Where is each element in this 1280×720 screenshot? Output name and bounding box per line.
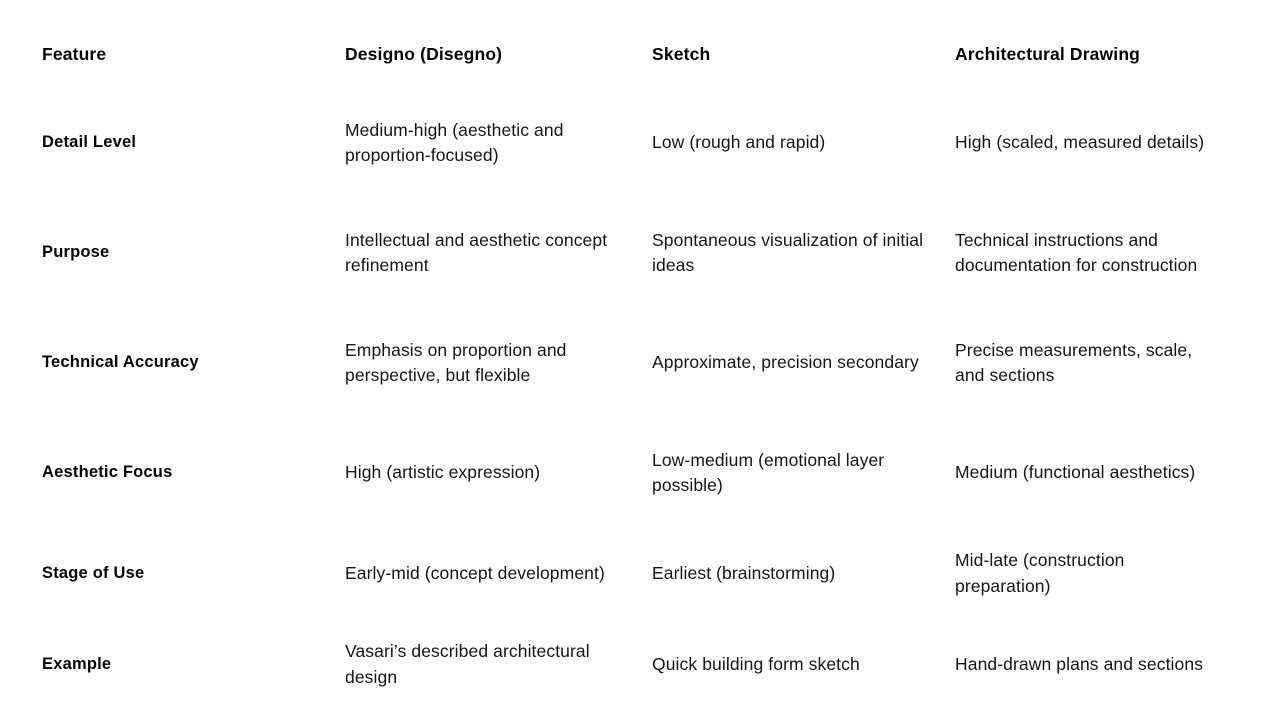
cell-technical-accuracy-sketch: Approximate, precision secondary bbox=[652, 308, 955, 418]
cell-text: Spontaneous visualization of initial ide… bbox=[652, 229, 924, 275]
cell-purpose-sketch: Spontaneous visualization of initial ide… bbox=[652, 198, 955, 308]
row-label-stage-of-use: Stage of Use bbox=[42, 563, 145, 582]
cell-text: High (artistic expression) bbox=[345, 462, 541, 483]
cell-text: Quick building form sketch bbox=[652, 653, 860, 674]
row-label-technical-accuracy: Technical Accuracy bbox=[42, 353, 199, 372]
table-row: Aesthetic Focus bbox=[42, 418, 345, 528]
table-row: Stage of Use bbox=[42, 528, 345, 619]
cell-purpose-architectural: Technical instructions and documentation… bbox=[955, 198, 1238, 308]
table-row: Technical Accuracy bbox=[42, 308, 345, 418]
cell-text: Intellectual and aesthetic concept refin… bbox=[345, 229, 608, 275]
row-label-detail-level: Detail Level bbox=[42, 133, 137, 152]
cell-text: Low (rough and rapid) bbox=[652, 132, 826, 153]
table-spacer-left bbox=[0, 528, 42, 619]
cell-example-designo: Vasari’s described architectural design bbox=[345, 619, 652, 710]
table-spacer-left bbox=[0, 418, 42, 528]
cell-text: Precise measurements, scale, and section… bbox=[955, 339, 1193, 385]
cell-text: High (scaled, measured details) bbox=[955, 132, 1205, 153]
cell-text: Medium-high (aesthetic and proportion-fo… bbox=[345, 119, 564, 165]
cell-stage-of-use-architectural: Mid-late (construction preparation) bbox=[955, 528, 1238, 619]
row-label-example: Example bbox=[42, 654, 112, 673]
row-label-purpose: Purpose bbox=[42, 243, 110, 262]
column-header-sketch-label: Sketch bbox=[652, 44, 711, 65]
cell-example-architectural: Hand-drawn plans and sections bbox=[955, 619, 1238, 710]
cell-aesthetic-focus-designo: High (artistic expression) bbox=[345, 418, 652, 528]
column-header-designo: Designo (Disegno) bbox=[345, 22, 652, 88]
cell-detail-level-designo: Medium-high (aesthetic and proportion-fo… bbox=[345, 88, 652, 198]
column-header-architectural-drawing: Architectural Drawing bbox=[955, 22, 1238, 88]
cell-aesthetic-focus-architectural: Medium (functional aesthetics) bbox=[955, 418, 1238, 528]
cell-stage-of-use-sketch: Earliest (brainstorming) bbox=[652, 528, 955, 619]
table-row: Example bbox=[42, 619, 345, 710]
cell-technical-accuracy-architectural: Precise measurements, scale, and section… bbox=[955, 308, 1238, 418]
table-spacer-left bbox=[0, 619, 42, 710]
cell-example-sketch: Quick building form sketch bbox=[652, 619, 955, 710]
column-header-sketch: Sketch bbox=[652, 22, 955, 88]
cell-text: Emphasis on proportion and perspective, … bbox=[345, 339, 567, 385]
cell-technical-accuracy-designo: Emphasis on proportion and perspective, … bbox=[345, 308, 652, 418]
cell-text: Vasari’s described architectural design bbox=[345, 641, 590, 687]
column-header-designo-label: Designo (Disegno) bbox=[345, 44, 503, 65]
cell-text: Mid-late (construction preparation) bbox=[955, 550, 1125, 596]
cell-text: Earliest (brainstorming) bbox=[652, 562, 836, 583]
cell-text: Technical instructions and documentation… bbox=[955, 229, 1198, 275]
cell-detail-level-architectural: High (scaled, measured details) bbox=[955, 88, 1238, 198]
cell-purpose-designo: Intellectual and aesthetic concept refin… bbox=[345, 198, 652, 308]
cell-text: Low-medium (emotional layer possible) bbox=[652, 449, 885, 495]
column-header-feature: Feature bbox=[42, 22, 345, 88]
table-spacer-left bbox=[0, 308, 42, 418]
cell-text: Hand-drawn plans and sections bbox=[955, 653, 1204, 674]
table-spacer-left bbox=[0, 22, 42, 88]
table-row: Purpose bbox=[42, 198, 345, 308]
cell-text: Approximate, precision secondary bbox=[652, 352, 919, 373]
cell-detail-level-sketch: Low (rough and rapid) bbox=[652, 88, 955, 198]
table-spacer-left bbox=[0, 198, 42, 308]
column-header-feature-label: Feature bbox=[42, 44, 107, 65]
column-header-architectural-drawing-label: Architectural Drawing bbox=[955, 44, 1140, 65]
table-spacer-left bbox=[0, 88, 42, 198]
cell-text: Early-mid (concept development) bbox=[345, 562, 605, 583]
table-row: Detail Level bbox=[42, 88, 345, 198]
row-label-aesthetic-focus: Aesthetic Focus bbox=[42, 463, 173, 482]
cell-stage-of-use-designo: Early-mid (concept development) bbox=[345, 528, 652, 619]
cell-aesthetic-focus-sketch: Low-medium (emotional layer possible) bbox=[652, 418, 955, 528]
cell-text: Medium (functional aesthetics) bbox=[955, 462, 1196, 483]
